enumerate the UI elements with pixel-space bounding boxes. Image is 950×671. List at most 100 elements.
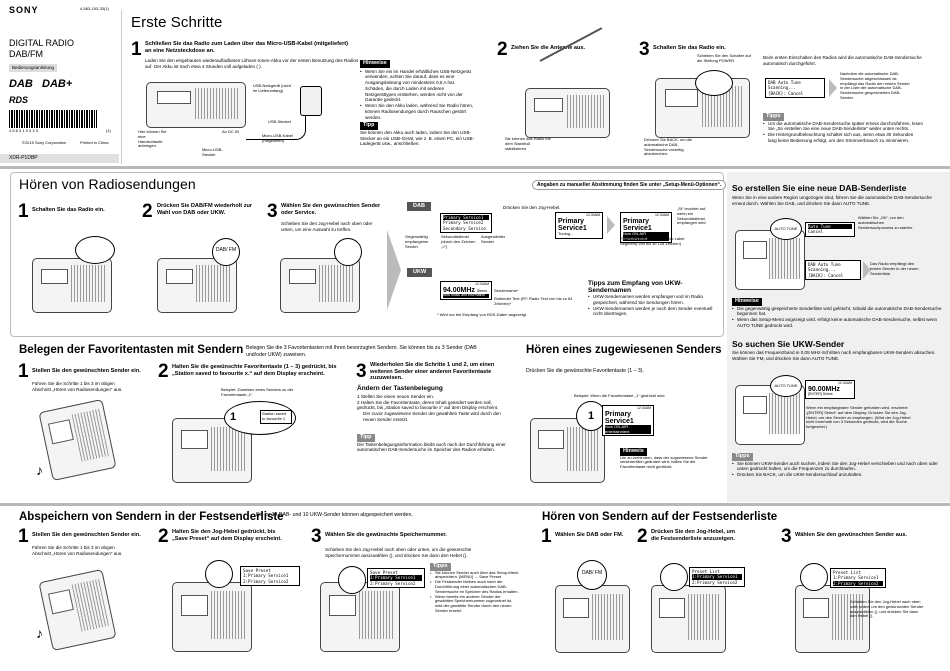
favourite-button-1-zoom[interactable]: 1 (576, 401, 606, 431)
hoeren-panel (10, 172, 724, 337)
lcd-line: 2:Primary Service2 (833, 580, 883, 586)
erste-step1-number: 1 (131, 39, 142, 60)
tipps-header: Tipps (732, 453, 753, 461)
hinweise-list: Die gegenwärtig gespeicherte Senderliste… (732, 306, 942, 329)
festliste-step3-number: 3 (781, 526, 792, 547)
hinweis-box: Hinweise Wenn Sie ein im Handel erhältli… (360, 60, 475, 147)
festliste-step2-title: Drücken Sie den Jog-Hebel, um die Festse… (651, 529, 735, 542)
change-step: 2 Halten Sie die Favoritentaste, deren I… (357, 399, 499, 411)
jog-lever-zoom[interactable] (334, 238, 362, 266)
jog-lever-zoom[interactable] (205, 560, 233, 588)
belegen-step2-title: Halten Sie die gewünschte Favoritentaste… (172, 364, 337, 377)
change-assignment-title: Ändern der Tastenbelegung (357, 385, 443, 392)
lcd-line: Cancel (808, 229, 824, 235)
abspeichern-step1-title: Stellen Sie den gewünschten Sender ein. (32, 532, 141, 538)
tuning-status: Tuning... (558, 231, 574, 237)
radio-illustration (555, 585, 630, 653)
tipp-header: Tipp (360, 122, 378, 130)
lcd-line: [BACK]: Cancel (768, 90, 804, 96)
rds-footnote: * Wird nur bei Empfang von RDS-Daten ang… (437, 312, 528, 317)
autoscan-lcd: DAB Auto Tune Scanning... [BACK]: Cancel (765, 78, 825, 98)
abspeichern-step3-title: Wählen Sie die gewünschte Speichernummer… (325, 532, 447, 538)
radio-illustration (157, 258, 237, 313)
dab-fm-button-zoom[interactable]: DAB/ FM (212, 238, 240, 266)
belegen-title: Belegen der Favoritentasten mit Sendern (19, 344, 244, 356)
festliste-step3-title: Wählen Sie den gewünschten Sender aus. (795, 532, 907, 538)
new-dab-list-title: So erstellen Sie eine neue DAB-Senderlis… (732, 183, 907, 193)
lcd-line: 2:Primary Service2 (243, 578, 289, 584)
label-selected-station: Ausgewählter Sender (481, 234, 506, 244)
tipps-item: Die Festsender bleiben auch nach der Dur… (430, 579, 520, 594)
label-first-station: Das Radio empfängt den ersten Sender in … (870, 261, 919, 276)
abspeichern-title: Abspeichern von Sendern in der Festsende… (19, 511, 284, 523)
right-hinweise: Hinweise Die gegenwärtig gespeicherte Se… (732, 298, 942, 329)
label-current-station: Gegenwärtig empfangener Sender (405, 234, 429, 249)
hinweis-header: Hinweis (620, 448, 647, 456)
clock: 12:34AM (837, 381, 852, 385)
radio-illustration (38, 399, 117, 481)
belegen-step2-number: 2 (158, 361, 169, 382)
product-line-2: DAB/FM (9, 49, 44, 59)
dab-tag: DAB (407, 202, 431, 211)
barcode (9, 110, 97, 128)
jog-lever-zoom[interactable] (800, 563, 828, 591)
label-back-cancel: Drücken Sie BACK, um die automatische DA… (644, 137, 693, 157)
jog-lever-zoom[interactable] (338, 566, 366, 594)
save-preset-select-lcd: Save Preset 1:Primary Service1 2:Primary… (367, 568, 425, 588)
abspeichern-step2-number: 2 (158, 526, 169, 547)
lcd-line: 1:Primary Service1 (833, 575, 879, 581)
usb-adapter (300, 86, 322, 116)
radio-illustration (172, 418, 252, 483)
hoeren-step3-body: Schieben Sie den Jog-Hebel nach oben ode… (281, 221, 373, 232)
hinweis-item: Wenn Sie den Akku laden, während Sie Rad… (360, 103, 475, 120)
lcd-line: DAB Auto Tune (768, 80, 801, 85)
dab-fm-button-zoom[interactable]: DAB/ FM (577, 560, 607, 590)
enter-select: [ENTER] Select (808, 392, 833, 397)
new-dab-list-body: Wenn Sie in eine andere Region umgezogen… (732, 195, 932, 206)
abspeichern-step3-body: Schieben Sie den Jog-Hebel nach oben ode… (325, 547, 472, 558)
jog-lever-zoom[interactable] (660, 563, 688, 591)
festliste-title: Hören von Sendern auf der Festsenderlist… (542, 511, 778, 523)
section-divider (0, 166, 950, 169)
service-name: Primary Service1 (623, 217, 652, 233)
tipps-list: Sie können UKW-Sender auch suchen, indem… (732, 461, 942, 478)
label-enter-select: Wenn ein empfangbarer Sender gefunden wi… (806, 405, 911, 430)
festliste-step1-title: Wählen Sie DAB oder FM. (555, 532, 624, 538)
ukw-tips-item: UKW-Sendernamen werden empfangen und im … (588, 294, 718, 305)
auto-tune-button-zoom[interactable]: AUTO TUNE (770, 218, 802, 240)
label-st-indicator: „St“ leuchtet auf, wenn ein Sekundärdien… (677, 206, 707, 226)
festliste-step1-number: 1 (541, 526, 552, 547)
lcd-line: Save Preset (370, 570, 398, 575)
copyright: ©2015 Sony Corporation (22, 140, 67, 145)
tipp-text: Die Tastenbelegungsinformation bleibt au… (357, 441, 506, 453)
lcd-line: Auto Tune (808, 224, 852, 230)
favourite-1-glyph: 1 (230, 411, 237, 423)
festliste-step2-number: 2 (637, 526, 648, 547)
service-name: Primary Service1 (558, 217, 587, 233)
belegen-step1-body: Führen Sie die Schritte 1 bis 3 im obige… (32, 381, 123, 392)
model-code: 4-563-193-33(1) (80, 6, 109, 11)
zugewiesen-hinweis: Hinweis Um zu verhindern, dass der zugew… (620, 448, 718, 470)
radio-illustration (735, 230, 805, 290)
rt-text: Now music and information (443, 293, 489, 298)
lcd-line: Save Preset (243, 568, 271, 573)
auto-tune-button-zoom[interactable]: AUTO TUNE (770, 375, 802, 397)
belegen-subtitle: Belegen Sie die 3 Favoritentasten mit Ih… (246, 345, 477, 358)
lcd-line: Secondary Service (443, 225, 486, 231)
hoeren-step1-number: 1 (18, 201, 29, 222)
preset-list-lcd: Preset List 1:Primary Service1 2:Primary… (689, 567, 745, 587)
autoscan-after: Nachdem die automatische DAB-Sendersuche… (840, 71, 910, 100)
brand-logo: SONY (9, 5, 39, 15)
tipp-header: Tipp (357, 434, 375, 442)
music-note-icon: ♪ (36, 462, 43, 478)
erste-step1-body: Laden Sie den eingebauten wiederaufladba… (145, 58, 359, 69)
radio-illustration (320, 582, 400, 652)
abspeichern-step1-body: Führen Sie die Schritte 1 bis 3 im obige… (32, 545, 123, 556)
hoeren-step2-title: Drücken Sie DAB/FM wiederholt zur Wahl v… (157, 203, 253, 216)
festliste-step3-body: Schieben Sie den Jog-Hebel nach oben ode… (850, 599, 924, 619)
service-name: Primary Service1 (605, 410, 634, 426)
radio-illustration (38, 569, 117, 651)
ukw-tips-title: Tipps zum Empfang von UKW-Sendernamen (588, 280, 683, 295)
